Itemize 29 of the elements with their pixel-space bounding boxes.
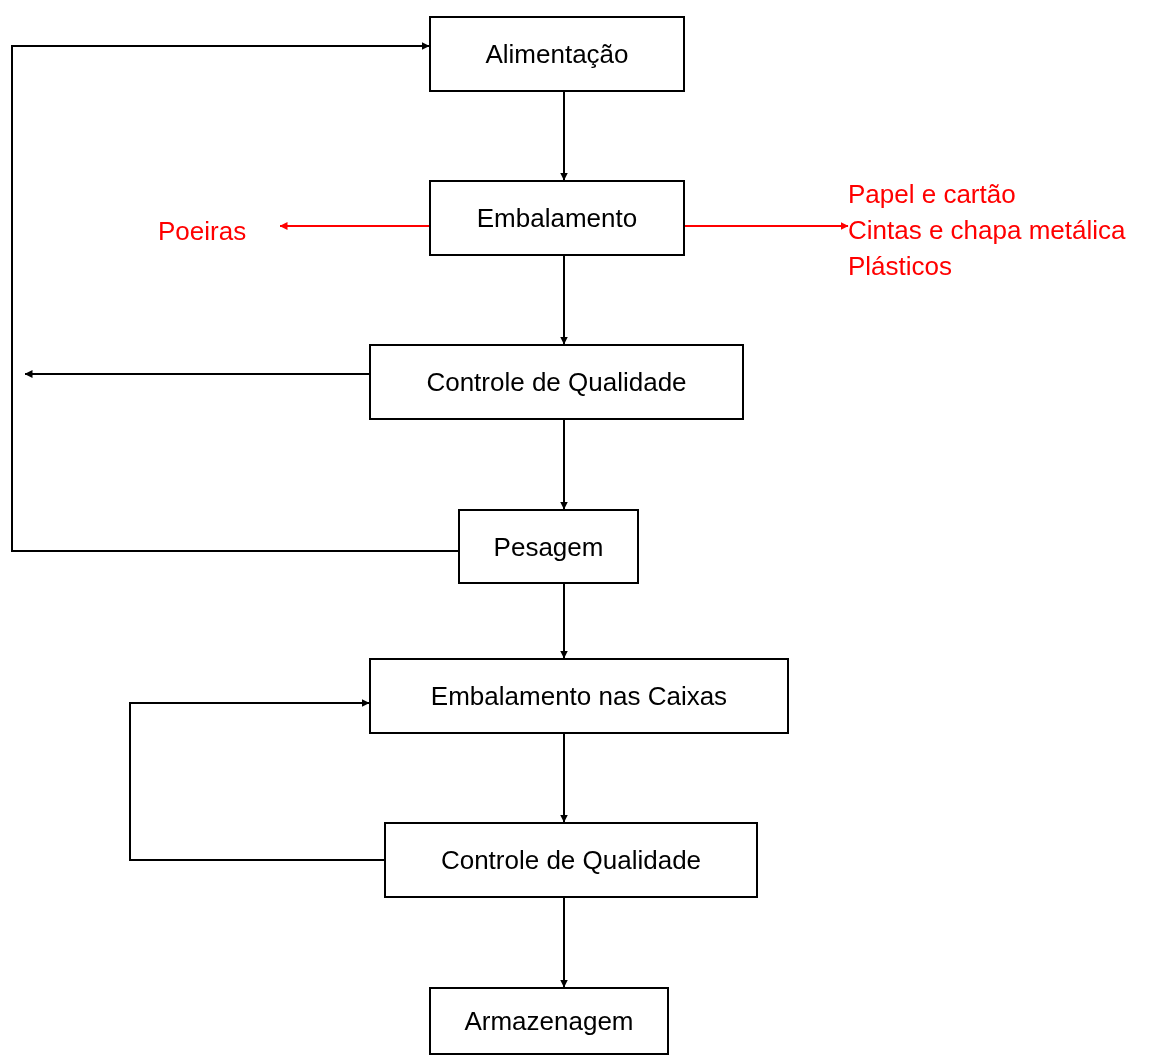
output-label: Plásticos: [848, 250, 954, 283]
arrow: [560, 897, 568, 988]
arrow: [560, 91, 568, 181]
arrow: [560, 583, 568, 659]
process-box: [458, 509, 639, 584]
process-box: [429, 180, 685, 256]
arrow: [24, 370, 370, 378]
step-label: Alimentação: [485, 38, 629, 71]
arrow: [279, 222, 430, 230]
output-label: Poeiras: [158, 215, 248, 248]
process-box: [429, 16, 685, 92]
arrow: [560, 255, 568, 345]
step-label: Embalamento nas Caixas: [430, 680, 728, 713]
arrow: [560, 733, 568, 823]
process-box: [384, 822, 758, 898]
process-box: [369, 658, 789, 734]
output-label: Papel e cartão: [848, 178, 1017, 211]
process-box: [429, 987, 669, 1055]
arrow: [560, 419, 568, 510]
process-box: [369, 344, 744, 420]
output-label: Cintas e chapa metálica: [848, 214, 1127, 247]
step-label: Controle de Qualidade: [440, 844, 702, 877]
arrow: [129, 699, 385, 861]
arrow: [11, 42, 459, 552]
step-label: Armazenagem: [464, 1005, 634, 1038]
step-label: Controle de Qualidade: [426, 366, 687, 399]
step-label: Embalamento: [476, 202, 638, 235]
arrow: [684, 222, 849, 230]
step-label: Pesagem: [493, 530, 604, 564]
